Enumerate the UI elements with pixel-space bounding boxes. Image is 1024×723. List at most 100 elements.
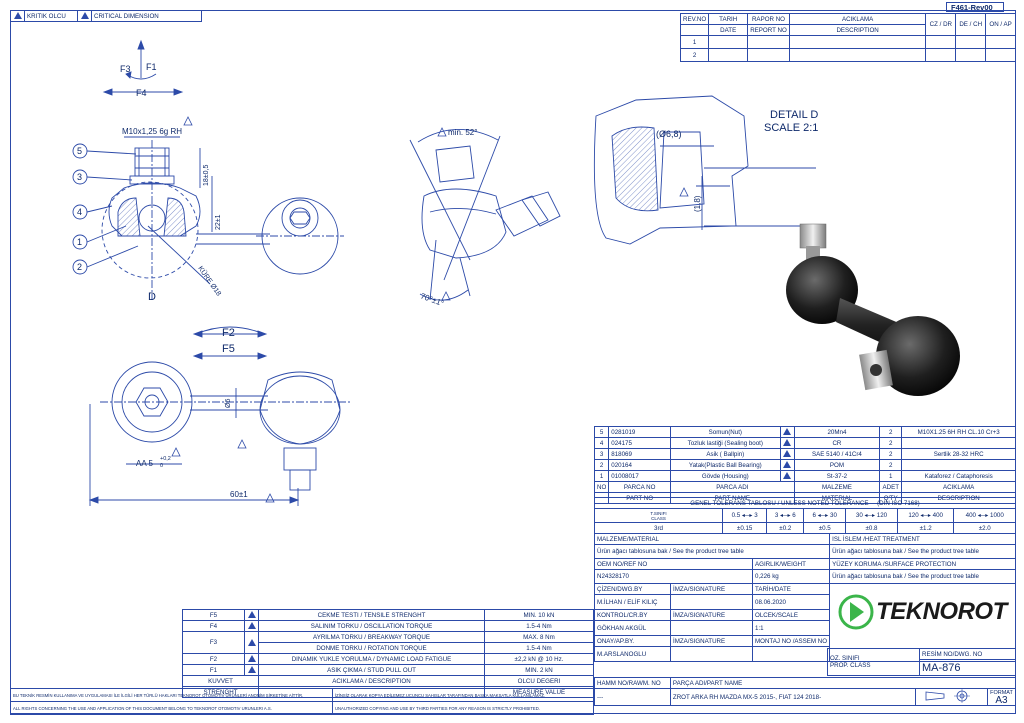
tolerance-class: 3rd — [594, 522, 723, 534]
warning-triangle-icon — [247, 666, 256, 674]
warning-triangle-icon — [183, 116, 193, 126]
raw-material-value: --- — [594, 688, 671, 706]
part-name-cell: Asik ( Ballpin) — [669, 448, 781, 460]
f5-label: F5 — [222, 343, 235, 355]
balloon-label: 5 — [77, 146, 82, 156]
surface-label: YÜZEY KORUMA /SURFACE PROTECTION — [829, 558, 1016, 570]
force-id: F2 — [182, 653, 245, 665]
dim-36: Ø6 — [225, 399, 232, 408]
force-description: DINAMIK YUKLE YORULMA / DYNAMIC LOAD FAT… — [258, 653, 485, 665]
tolerance-class-label-en: CLASS — [651, 515, 666, 521]
forces-table: F5 CEKME TESTI / TENSILE STRENGHT MIN. 1… — [182, 609, 594, 698]
force-description: ASIK ÇIKMA / STUD PULL OUT — [258, 664, 485, 676]
scale-label: OLCEK/SCALE — [751, 608, 831, 622]
drawing-number-block: OZ. SINIFI PROP. CLASS RESİM NO/DWG. NO … — [827, 648, 1016, 676]
part-no-cell: 3 — [593, 448, 610, 460]
iso-nut — [435, 145, 475, 183]
drawing-no-label: RESİM NO/DWG. NO — [919, 648, 1016, 660]
teknorot-logo-icon — [838, 594, 874, 630]
f4-label: F4 — [136, 88, 147, 98]
critical-legend: KRITIK OLCU CRITICAL DIMENSION — [10, 10, 202, 22]
thread-callout: M10x1,25 6g RH — [122, 127, 182, 136]
tolerance-range: 3 ◂─▸ 6 — [766, 508, 805, 523]
scale-value: 1:1 — [751, 620, 831, 636]
warning-triangle-icon — [783, 450, 792, 458]
description-cell — [901, 459, 1016, 471]
balloon-label: 4 — [77, 207, 82, 217]
revision-table: REV.NO TARIH RAPOR NO ACIKLAMA CZ / DR D… — [679, 13, 1016, 62]
form-code-box: F461-Rev00 — [946, 2, 1004, 12]
plan-housing-right — [259, 371, 341, 445]
assembly-no-label: MONTAJ NO /ASSEM NO — [751, 634, 831, 648]
tolerance-range: 30 ◂─▸ 120 — [845, 508, 898, 523]
tolerance-title: GENEL TOLERANS TABLOSU / UNLESS NOTED TO… — [690, 499, 869, 507]
part-number-cell: 0281019 — [608, 426, 671, 438]
description-header: ACIKLAMA / DESCRIPTION — [258, 675, 485, 687]
dim-aa-tol-bot: 0 — [160, 463, 163, 469]
description-cell: Kataforez / Cataphoresis — [901, 470, 1016, 482]
rev-row-number: 2 — [679, 48, 710, 62]
signature-label: İMZA/SIGNATURE — [670, 582, 753, 596]
header-no: NO — [593, 481, 610, 493]
approved-by-label: ONAY/AP.BY. — [594, 634, 671, 648]
table-row: 4 024175 Tozluk lastiği (Sealing boot) C… — [593, 437, 1016, 449]
iso-housing — [421, 188, 507, 259]
dim-60: 60±1 — [230, 490, 248, 499]
material-cell: POM — [793, 459, 881, 471]
iso-arm — [495, 195, 549, 237]
tolerance-value: ±1.2 — [896, 522, 955, 534]
dim-18: 18±0,5 — [203, 165, 210, 186]
warning-triangle-icon — [80, 12, 89, 20]
force-value: 1.5-4 Nm — [484, 620, 594, 632]
rev-no-header: REV.NO — [679, 13, 710, 25]
product-render — [786, 223, 960, 396]
qty-cell: 2 — [879, 437, 903, 449]
table-row: F2 DINAMIK YUKLE YORULMA / DYNAMIC LOAD … — [182, 653, 594, 665]
table-row: 2 020164 Yatak(Plastic Ball Bearing) POM… — [593, 459, 1016, 471]
material-cell: SAE 5140 / 41Cr4 — [793, 448, 881, 460]
detail-scale: SCALE 2:1 — [764, 122, 818, 134]
prop-class-label-en: PROP. CLASS — [830, 662, 871, 669]
weight-value: 0,226 kg — [751, 569, 831, 584]
detail-d-circle — [101, 181, 199, 279]
part-no-cell: 1 — [593, 470, 610, 482]
description-cell — [901, 437, 1016, 449]
table-row: F1 ASIK ÇIKMA / STUD PULL OUT MIN. 2 kN — [182, 664, 594, 676]
description-cell: M10X1.25 6H RH CL.10 Cr+3 — [901, 426, 1016, 438]
kure-label: KÜRE Ø18 — [196, 265, 222, 298]
qty-cell: 2 — [879, 426, 903, 438]
balloon-label: 1 — [77, 237, 82, 247]
warning-triangle-icon — [783, 461, 792, 469]
info-block: MALZEME/MATERIAL ISL İSLEM /HEAT TREATME… — [593, 533, 1016, 662]
header-part-no: PARCA NO — [608, 481, 671, 493]
tolerance-table: GENEL TOLERANS TABLOSU / UNLESS NOTED TO… — [594, 497, 1016, 534]
part-name-value: ZROT ARKA RH MAZDA MX-5 2015-, FIAT 124 … — [669, 688, 917, 706]
warning-triangle-icon — [783, 472, 792, 480]
drawn-by-label: ÇİZEN/DWG.BY — [594, 582, 671, 596]
critical-dimension-label: CRITICAL DIMENSION — [91, 10, 202, 22]
raw-material-label: HAMM NO/RAWM. NO — [594, 677, 671, 689]
dim-68: (Ø6,8) — [656, 129, 682, 139]
tolerance-range: 0.5 ◂─▸ 3 — [721, 508, 768, 523]
force-id: F4 — [182, 620, 245, 632]
form-code: F461-Rev00 — [951, 3, 993, 12]
warning-triangle-icon — [237, 439, 247, 449]
warning-triangle-icon — [783, 428, 792, 436]
surface-value: Ürün ağacı tablosuna bak / See the produ… — [829, 569, 1016, 584]
checked-by-value: GÖKHAN AKGÜL — [594, 620, 671, 636]
dim-22: 22±1 — [215, 214, 222, 230]
dim-aa: AA 5 — [136, 459, 153, 468]
material-cell: St-37-2 — [793, 470, 881, 482]
table-row: 3 818069 Asik ( Ballpin) SAE 5140 / 41Cr… — [593, 448, 1016, 460]
header-part-name: PARCA ADI — [669, 481, 795, 493]
drawing-no-value: MA-876 — [919, 659, 1016, 676]
dim-18b: (1,8) — [693, 195, 702, 212]
part-no-cell: 2 — [593, 459, 610, 471]
table-row: F5 CEKME TESTI / TENSILE STRENGHT MIN. 1… — [182, 609, 594, 621]
tolerance-standard: (DIN ISO 7168) — [877, 499, 920, 507]
force-description: CEKME TESTI / TENSILE STRENGHT — [258, 609, 485, 621]
oem-label: OEM NO/REF NO — [594, 558, 753, 570]
header-material: MALZEME — [793, 481, 881, 493]
legal-footer: BU TEKNİK RESMİN KULLANIMA VE UYGULAMASI… — [10, 688, 594, 715]
f3-label: F3 — [120, 64, 131, 74]
